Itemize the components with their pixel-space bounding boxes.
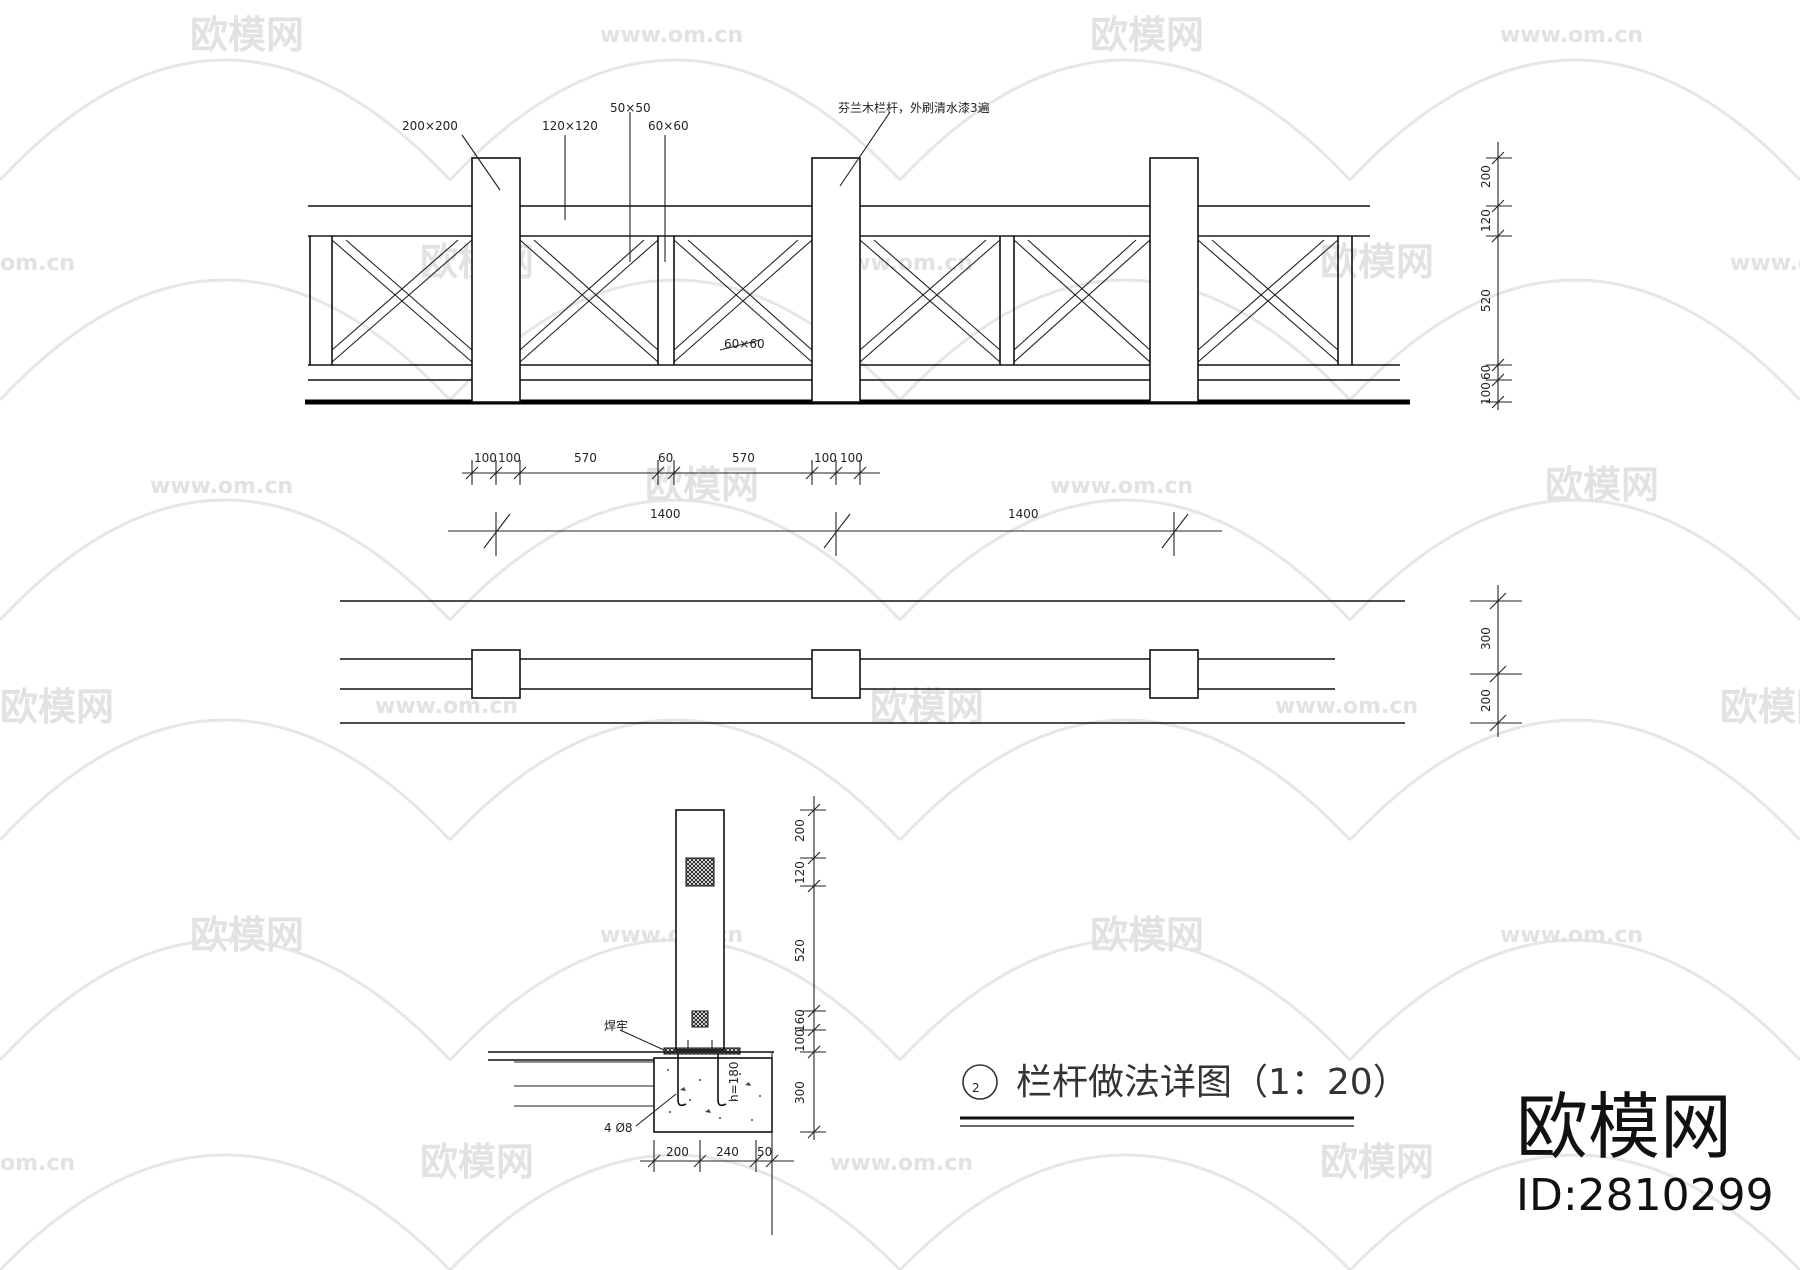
- watermark-site: www.om.cn: [150, 474, 293, 499]
- dim-text: 100: [474, 451, 497, 465]
- watermark-logo: 欧模网: [1320, 1140, 1434, 1184]
- dim-text: 60: [1479, 365, 1493, 380]
- brand-logo-text: 欧模网: [1516, 1085, 1732, 1169]
- watermark-logos: 欧模网 www.om.cn 欧模网 www.om.cn om.cn 欧模网 ww…: [0, 13, 1800, 1184]
- section-bottom-dims: 200 240 50: [640, 1052, 794, 1235]
- watermark-site: www.om.cn: [1730, 251, 1800, 276]
- label-bottom-rail: 60×60: [724, 337, 765, 351]
- concrete-footing: [653, 1057, 773, 1133]
- drawing-title-text: 栏杆做法详图（1：20）: [1016, 1062, 1409, 1103]
- elevation-right-dims: 200 120 520 60 100: [1479, 142, 1512, 410]
- elevation-bottom-dims: 100 100 570 60 570 100 100 1400 1400: [448, 451, 1222, 556]
- watermark-logo: 欧模网: [1090, 913, 1204, 957]
- dim-text: 200: [1479, 689, 1493, 712]
- dim-text: 100: [793, 1029, 807, 1052]
- dim-text: 120: [1479, 209, 1493, 232]
- watermark-site: www.om.cn: [830, 1151, 973, 1176]
- detail-number-circle: [962, 1064, 998, 1100]
- dim-text: 200: [793, 819, 807, 842]
- label-brace: 50×50: [610, 101, 651, 115]
- watermark-site: www.om.cn: [1275, 694, 1418, 719]
- watermark-site-partial: om.cn: [0, 1151, 75, 1176]
- rail-section-hatch: [691, 1010, 709, 1028]
- brand-block: 欧模网 ID:2810299: [1516, 1085, 1774, 1221]
- railing-post: [471, 157, 521, 403]
- watermark-logo: 欧模网: [190, 13, 304, 57]
- label-post-size: 200×200: [402, 119, 458, 133]
- label-rebar: 4 Ø8: [604, 1121, 633, 1135]
- watermark-layer: 欧模网 www.om.cn 欧模网 www.om.cn om.cn 欧模网 ww…: [0, 13, 1800, 1270]
- dim-text: 1400: [650, 507, 681, 521]
- dim-text: 300: [1479, 627, 1493, 650]
- railing-post: [1149, 157, 1199, 403]
- plan-post: [1149, 649, 1199, 699]
- dim-text: 200: [1479, 165, 1493, 188]
- detail-number: 2: [972, 1081, 980, 1095]
- dim-text: 100: [840, 451, 863, 465]
- dim-text: 160: [793, 1009, 807, 1032]
- watermark-site-partial: om.cn: [0, 251, 75, 276]
- concrete-speckle: [667, 1069, 761, 1121]
- dim-text: 100: [1479, 382, 1493, 405]
- watermark-site: www.om.cn: [600, 23, 743, 48]
- brand-id-text: ID:2810299: [1516, 1170, 1774, 1221]
- dim-text: 120: [793, 861, 807, 884]
- dim-text: 200: [666, 1145, 689, 1159]
- base-plate: [663, 1047, 741, 1055]
- watermark-site: www.om.cn: [1050, 474, 1193, 499]
- label-weld: 焊牢: [604, 1018, 628, 1033]
- dim-text: 300: [793, 1081, 807, 1104]
- watermark-site: www.om.cn: [1500, 23, 1643, 48]
- dim-text: 60: [658, 451, 673, 465]
- dim-text: 100: [498, 451, 521, 465]
- dim-text: 1400: [1008, 507, 1039, 521]
- dim-text: 240: [716, 1145, 739, 1159]
- watermark-logo-partial: 欧模网: [1720, 685, 1800, 729]
- railing-elevation: 200×200 120×120 50×50 60×60 芬兰木栏杆，外刷清水漆3…: [305, 100, 1512, 556]
- plan-post: [811, 649, 861, 699]
- railing-plan: 300 200: [340, 585, 1522, 737]
- rail-section-hatch: [685, 857, 715, 887]
- railing-post: [811, 157, 861, 403]
- label-material-note: 芬兰木栏杆，外刷清水漆3遍: [838, 100, 990, 115]
- label-anchor-depth: h=180: [727, 1061, 741, 1102]
- dim-text: 570: [574, 451, 597, 465]
- watermark-logo: 欧模网: [1320, 240, 1434, 284]
- label-stile: 60×60: [648, 119, 689, 133]
- plan-right-dims: 300 200: [1470, 585, 1522, 737]
- watermark-logo: 欧模网: [420, 1140, 534, 1184]
- dim-text: 50: [757, 1145, 772, 1159]
- watermark-site: www.om.cn: [1500, 923, 1643, 948]
- watermark-logo-partial: 欧模网: [0, 685, 114, 729]
- dim-text: 520: [1479, 289, 1493, 312]
- watermark-logo: 欧模网: [190, 913, 304, 957]
- watermark-logo: 欧模网: [1090, 13, 1204, 57]
- watermark-logo: 欧模网: [1545, 463, 1659, 507]
- cross-braces: [331, 239, 1339, 363]
- section-right-dims: 200 120 520 160 100 300: [793, 796, 826, 1140]
- railing-section: 焊牢 4 Ø8 h=180 200 120 520 160 100 300: [488, 796, 826, 1235]
- drawing-title: 2 栏杆做法详图（1：20）: [960, 1062, 1409, 1127]
- dim-text: 520: [793, 939, 807, 962]
- plan-post: [471, 649, 521, 699]
- watermark-logo: 欧模网: [645, 463, 759, 507]
- section-post: [675, 809, 725, 1051]
- label-top-rail: 120×120: [542, 119, 598, 133]
- watermark-logo: 欧模网: [870, 685, 984, 729]
- dim-text: 570: [732, 451, 755, 465]
- dim-text: 100: [814, 451, 837, 465]
